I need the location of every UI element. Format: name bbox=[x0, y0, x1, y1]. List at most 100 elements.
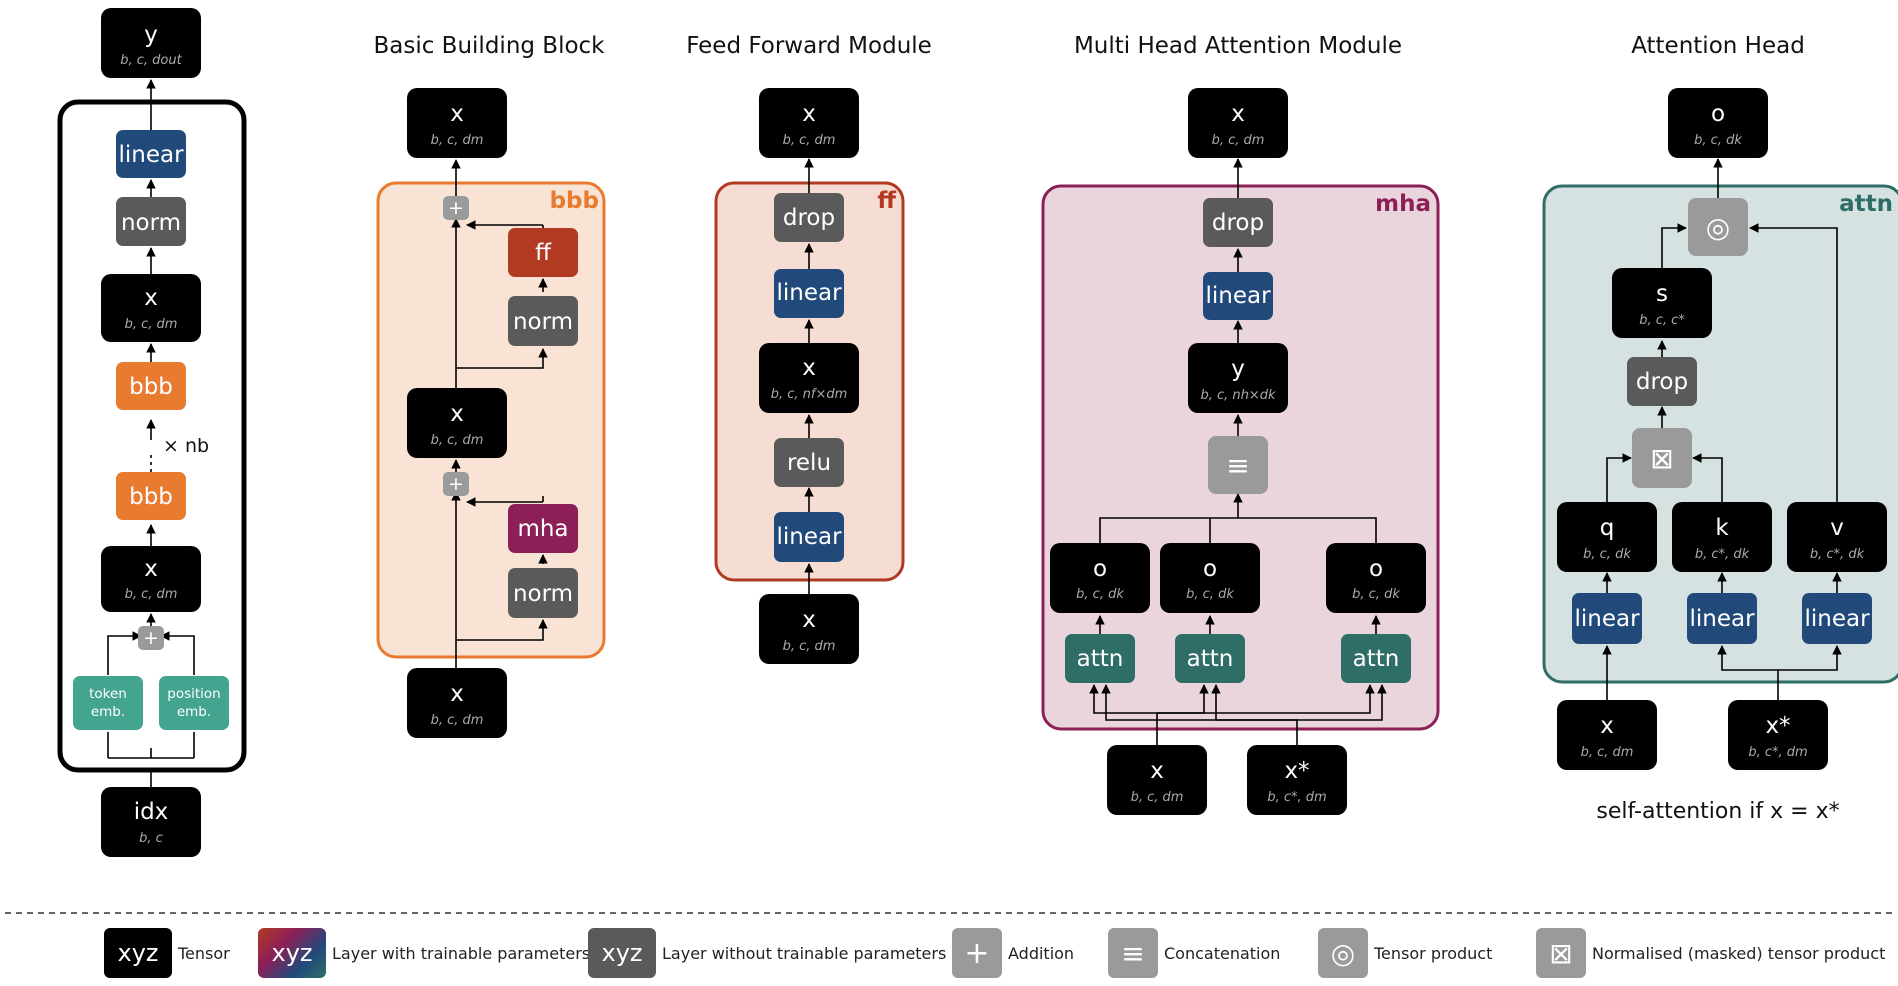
tensor-idx-label: idx bbox=[134, 799, 169, 825]
legend-tensor-product-text: Tensor product bbox=[1374, 943, 1493, 963]
mha-tensor-x-out bbox=[1188, 88, 1288, 158]
position-embedding bbox=[159, 676, 229, 730]
wire bbox=[1717, 645, 1779, 700]
mha-tensor-o-3 bbox=[1326, 543, 1426, 613]
wire bbox=[107, 631, 142, 675]
mha-tag: mha bbox=[1375, 191, 1431, 217]
attn-s-dims: b, c, c* bbox=[1639, 313, 1685, 328]
feed-forward-module: ff x b, c, dm drop linear x b, c, nf×dm … bbox=[714, 88, 905, 664]
bbb-addition-top-symbol: + bbox=[448, 197, 464, 219]
attn-tag: attn bbox=[1839, 191, 1893, 217]
bbb-block-top-label: bbb bbox=[129, 374, 173, 400]
bbb-addition-bottom-symbol: + bbox=[448, 473, 464, 495]
mha-drop-label: drop bbox=[1212, 210, 1264, 236]
legend-tensor-swatch: xyz bbox=[104, 928, 172, 978]
token-emb-line2: emb. bbox=[91, 704, 125, 720]
mha-y-dims: b, c, nh×dk bbox=[1200, 388, 1276, 403]
attn-tensor-x-in bbox=[1557, 700, 1657, 770]
mha-x-out-label: x bbox=[1231, 101, 1245, 127]
bbb-block-top bbox=[116, 362, 186, 410]
ff-linear-bottom-label: linear bbox=[776, 524, 842, 550]
mha-linear-label: linear bbox=[1205, 283, 1271, 309]
bbb-ff-label: ff bbox=[535, 240, 552, 266]
tensor-x-top bbox=[101, 274, 201, 342]
attn-linear-k-label: linear bbox=[1689, 606, 1755, 632]
attn-k-dims: b, c*, dk bbox=[1695, 547, 1750, 562]
legend-masked-product-text: Normalised (masked) tensor product bbox=[1592, 943, 1886, 963]
mha-linear-layer bbox=[1203, 272, 1273, 320]
wire bbox=[456, 619, 548, 641]
position-emb-line2: emb. bbox=[177, 704, 211, 720]
bbb-mha-layer bbox=[508, 504, 578, 553]
concatenation-symbol: ≡ bbox=[1226, 449, 1249, 482]
wire bbox=[160, 631, 195, 675]
attn-v-label: v bbox=[1830, 515, 1844, 541]
mha-xstar-in-label: x* bbox=[1284, 758, 1309, 784]
ff-linear-top bbox=[774, 269, 844, 318]
multi-head-attention-module: mha x b, c, dm drop linear y b, c, nh×dk… bbox=[1041, 88, 1440, 815]
ff-tensor-x-in bbox=[759, 594, 859, 664]
bbb-ff-layer bbox=[508, 228, 578, 277]
ff-x-in-dims: b, c, dm bbox=[783, 639, 836, 654]
wire bbox=[1101, 684, 1298, 745]
tensor-x-bottom-dims: b, c, dm bbox=[125, 587, 178, 602]
bbb-norm-top-label: norm bbox=[513, 309, 573, 335]
basic-building-block: bbb x b, c, dm + ff norm x b, c, dm + mh… bbox=[376, 88, 606, 738]
wire bbox=[456, 348, 548, 369]
bbb-norm-top bbox=[508, 296, 578, 346]
mha-tensor-y bbox=[1188, 343, 1288, 413]
tensor-x-top-label: x bbox=[144, 285, 158, 311]
ff-tag: ff bbox=[877, 188, 896, 214]
masked-product-symbol: ⊠ bbox=[1650, 442, 1673, 475]
mha-o-3-dims: b, c, dk bbox=[1352, 587, 1400, 602]
mha-attn-1-label: attn bbox=[1077, 646, 1124, 672]
main-addition-node bbox=[138, 626, 164, 650]
attn-drop-label: drop bbox=[1636, 369, 1688, 395]
attn-linear-k bbox=[1687, 593, 1757, 644]
attn-tensor-k bbox=[1672, 502, 1772, 572]
ff-x-out-label: x bbox=[802, 101, 816, 127]
mha-y-label: y bbox=[1231, 356, 1245, 382]
mha-o-3-label: o bbox=[1369, 556, 1383, 582]
wire bbox=[1749, 223, 1838, 502]
mha-attn-head-1 bbox=[1065, 634, 1135, 683]
ff-tensor-x-mid bbox=[759, 343, 859, 413]
attn-q-label: q bbox=[1600, 515, 1615, 541]
mha-tensor-xstar-in bbox=[1247, 745, 1347, 815]
legend: xyz Tensor xyz Layer with trainable para… bbox=[0, 918, 1898, 986]
main-linear-layer bbox=[116, 130, 186, 178]
mha-attn-2-label: attn bbox=[1187, 646, 1234, 672]
wire bbox=[108, 748, 194, 759]
tensor-x-bottom-label: x bbox=[144, 556, 158, 582]
legend-non-trainable: xyz Layer without trainable parameters bbox=[588, 928, 946, 978]
mha-x-in-label: x bbox=[1150, 758, 1164, 784]
attn-v-dims: b, c*, dk bbox=[1810, 547, 1865, 562]
tensor-product-node bbox=[1688, 198, 1748, 256]
title-basic-building-block: Basic Building Block bbox=[373, 33, 605, 59]
mha-o-1-dims: b, c, dk bbox=[1076, 587, 1124, 602]
main-addition-symbol: + bbox=[143, 627, 159, 649]
attn-linear-q-label: linear bbox=[1574, 606, 1640, 632]
tensor-x-top-dims: b, c, dm bbox=[125, 317, 178, 332]
bbb-x-in-label: x bbox=[450, 681, 464, 707]
wire bbox=[1606, 453, 1632, 502]
bbb-x-in-dims: b, c, dm bbox=[431, 713, 484, 728]
attn-tensor-q bbox=[1557, 502, 1657, 572]
tensor-y bbox=[101, 8, 201, 78]
tensor-idx-dims: b, c bbox=[139, 831, 163, 846]
attn-tensor-o bbox=[1668, 88, 1768, 158]
tensor-y-dims: b, c, dout bbox=[120, 53, 182, 68]
bbb-block-bottom-label: bbb bbox=[129, 484, 173, 510]
masked-product-node bbox=[1632, 428, 1692, 488]
wire bbox=[1297, 684, 1387, 721]
title-feed-forward-module: Feed Forward Module bbox=[686, 33, 932, 59]
wire bbox=[1661, 223, 1687, 268]
main-linear-label: linear bbox=[118, 142, 184, 168]
main-norm-layer bbox=[116, 197, 186, 246]
main-norm-label: norm bbox=[121, 210, 181, 236]
attn-tensor-s bbox=[1612, 268, 1712, 338]
architecture-diagram: Basic Building Block Feed Forward Module… bbox=[5, 8, 1898, 914]
legend-addition-swatch: + bbox=[952, 928, 1002, 978]
title-attention-head: Attention Head bbox=[1631, 33, 1805, 59]
ff-relu-label: relu bbox=[787, 450, 831, 476]
